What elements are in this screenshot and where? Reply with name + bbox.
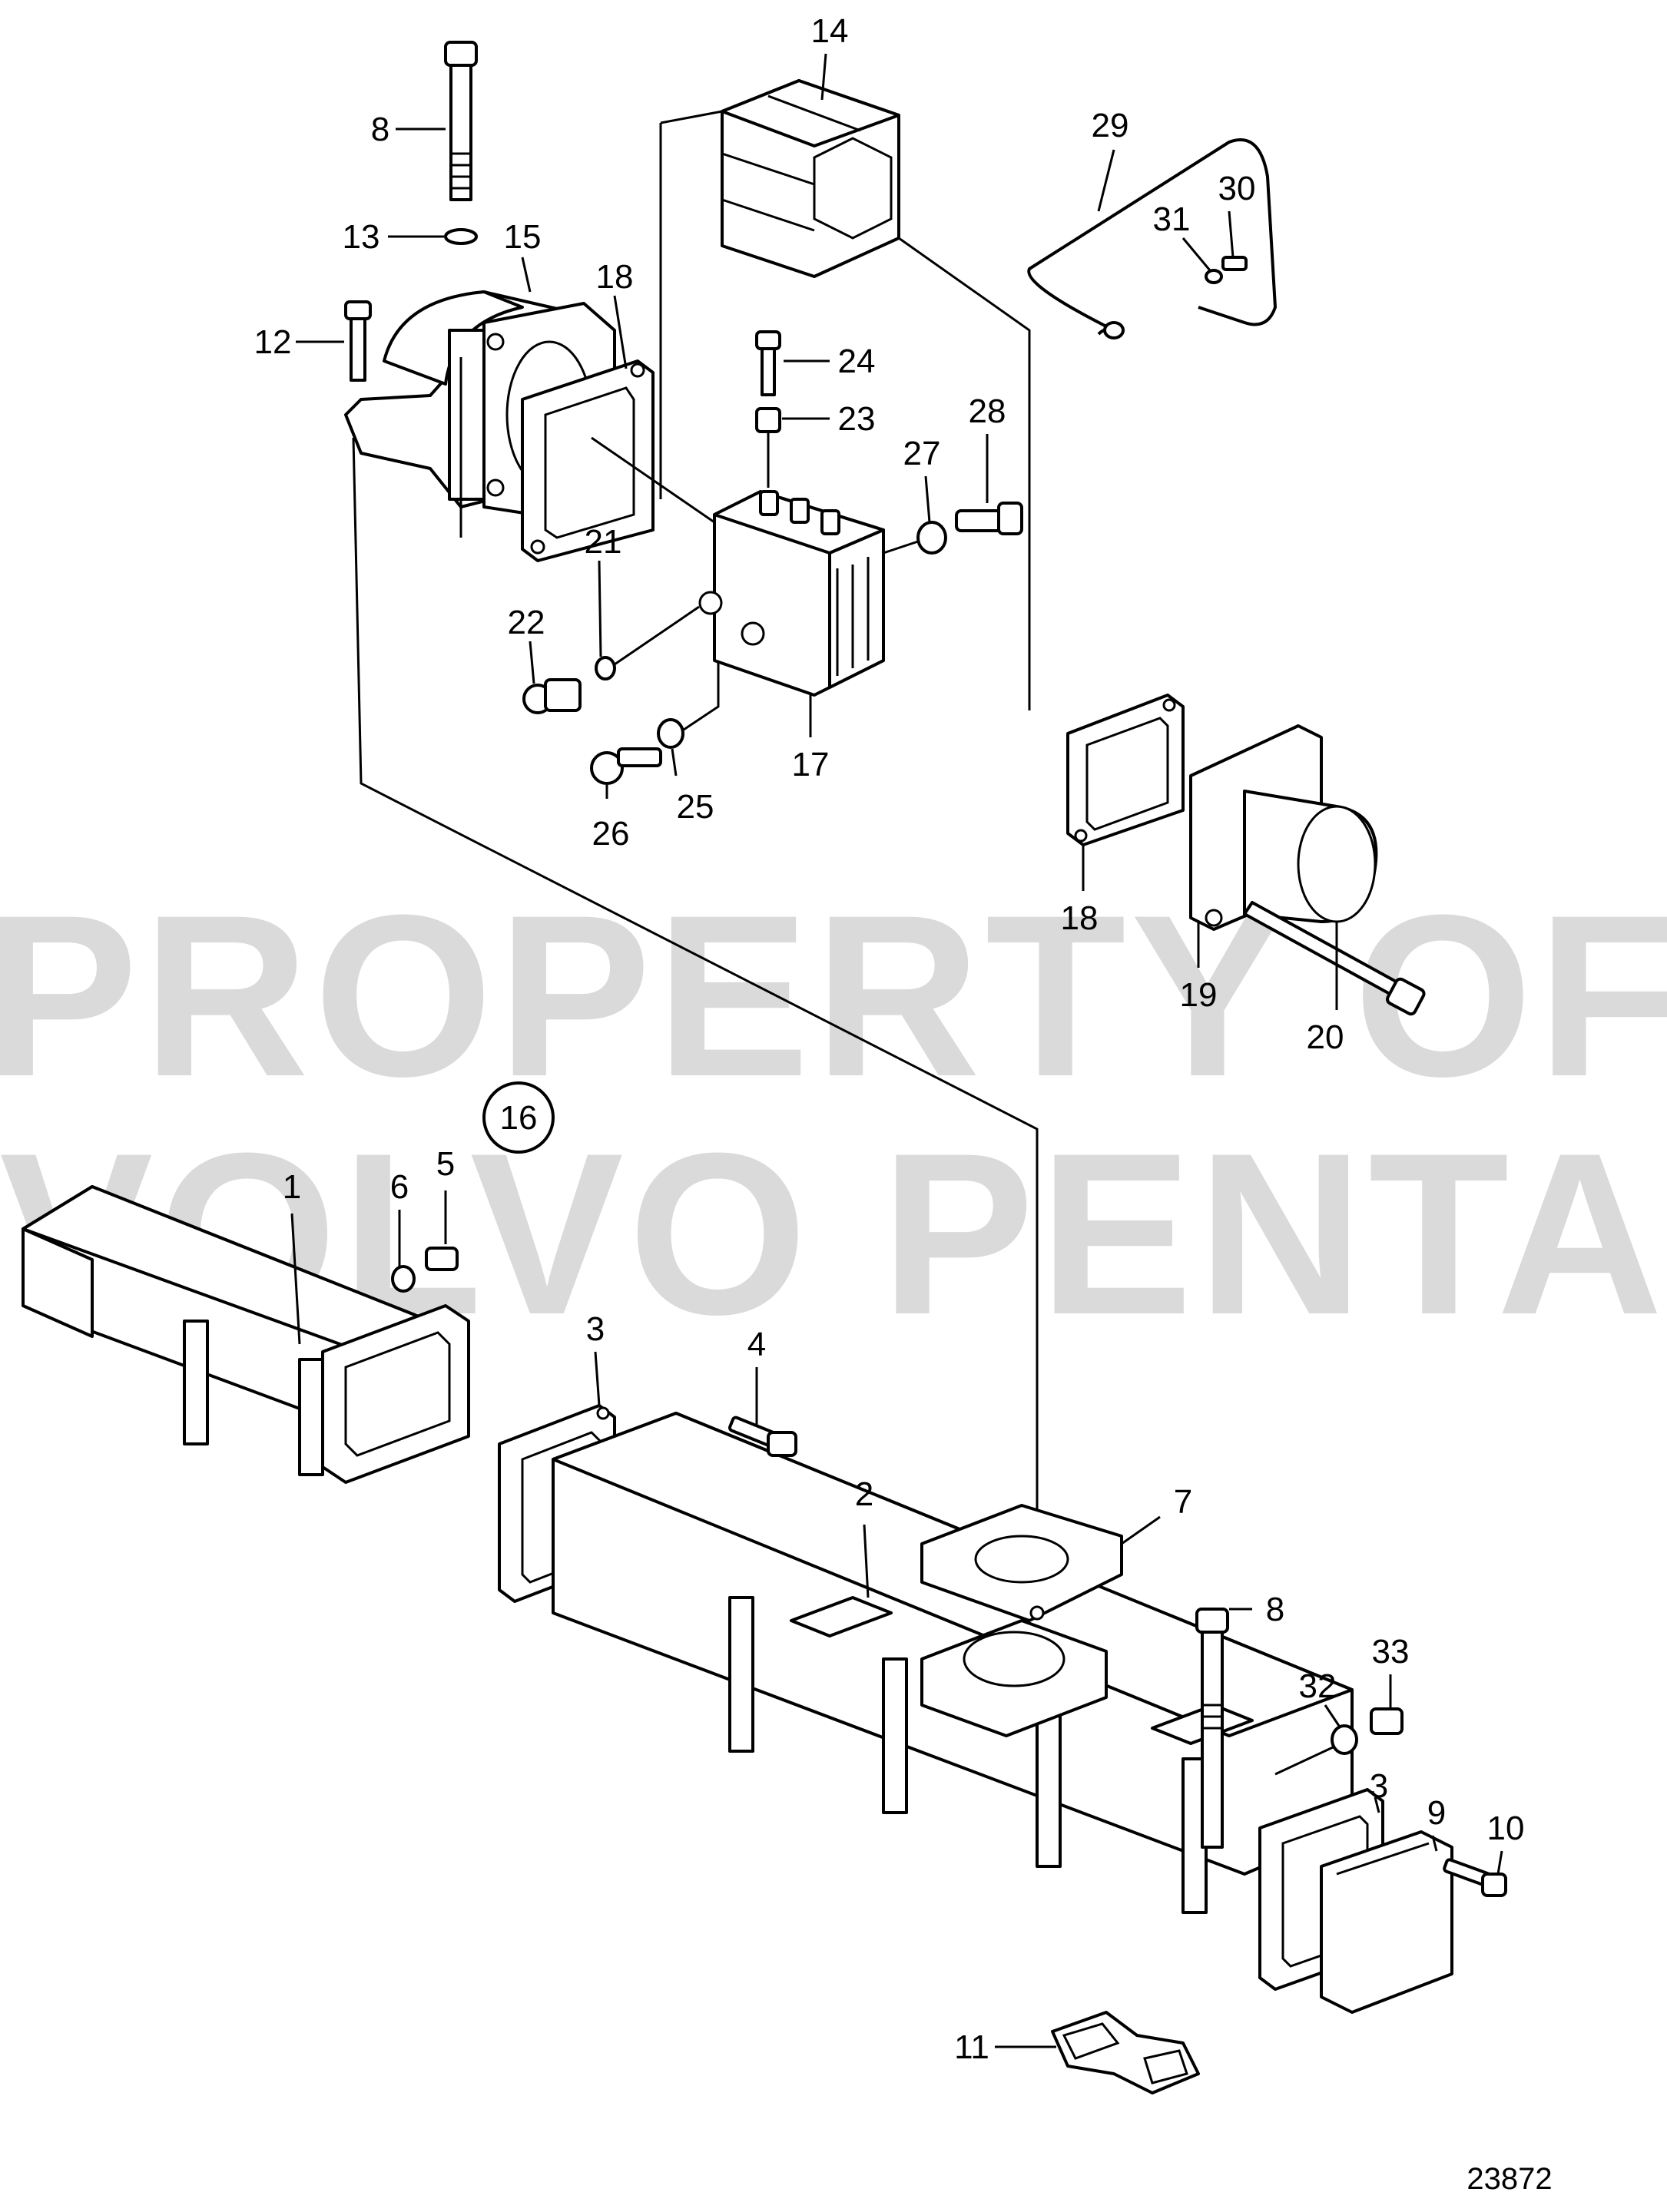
gasket-18-right bbox=[1066, 694, 1185, 846]
callout-18b: 18 bbox=[1061, 899, 1099, 937]
flange-manifold-2 bbox=[920, 1619, 1108, 1737]
callout-4: 4 bbox=[747, 1326, 766, 1363]
callout-15: 15 bbox=[504, 218, 542, 256]
plug-33 bbox=[1370, 1707, 1404, 1735]
gasket-11 bbox=[1051, 2011, 1200, 2094]
callout-8: 8 bbox=[371, 111, 389, 148]
screw-22 bbox=[522, 678, 582, 714]
bolt-12 bbox=[344, 300, 372, 382]
callout-28: 28 bbox=[969, 392, 1006, 430]
callout-3b: 3 bbox=[1370, 1767, 1388, 1805]
callout-19: 19 bbox=[1180, 976, 1218, 1014]
o-ring-21 bbox=[595, 656, 616, 680]
callout-11: 11 bbox=[954, 2028, 989, 2066]
bolt-20 bbox=[1243, 901, 1426, 1016]
callout-24: 24 bbox=[838, 343, 876, 380]
callout-20: 20 bbox=[1307, 1018, 1344, 1056]
callout-5: 5 bbox=[436, 1145, 455, 1183]
gasket-18-left bbox=[521, 359, 655, 562]
gasket-7 bbox=[920, 1504, 1123, 1622]
manifold-1 bbox=[22, 1185, 470, 1484]
outlet-pipe-19 bbox=[1189, 724, 1378, 931]
callout-27: 27 bbox=[903, 435, 941, 472]
washer-31 bbox=[1205, 269, 1223, 284]
callout-22: 22 bbox=[508, 604, 545, 641]
plug-28 bbox=[955, 502, 1023, 535]
callout-7: 7 bbox=[1174, 1483, 1192, 1521]
washer-32 bbox=[1331, 1724, 1358, 1755]
washer-27 bbox=[916, 521, 947, 555]
bolt-4 bbox=[728, 1416, 797, 1457]
valve-block-17 bbox=[698, 490, 885, 697]
callout-29: 29 bbox=[1092, 107, 1129, 144]
bolt-8-top bbox=[444, 41, 478, 201]
callout-10: 10 bbox=[1487, 1810, 1525, 1847]
callout-8b: 8 bbox=[1266, 1591, 1284, 1628]
washer-6 bbox=[391, 1265, 416, 1293]
bolt-24 bbox=[755, 330, 781, 396]
bolt-10 bbox=[1443, 1858, 1507, 1897]
callout-23: 23 bbox=[838, 400, 876, 438]
callout-14: 14 bbox=[811, 12, 849, 50]
callout-9: 9 bbox=[1427, 1794, 1446, 1832]
callout-6: 6 bbox=[390, 1168, 409, 1206]
washer-13 bbox=[444, 228, 478, 245]
callout-2: 2 bbox=[855, 1475, 873, 1513]
rubber-block-14 bbox=[721, 79, 900, 278]
callout-1: 1 bbox=[283, 1168, 301, 1206]
callout-26: 26 bbox=[592, 815, 630, 853]
figure-number: 23872 bbox=[1466, 2162, 1552, 2196]
callout-30: 30 bbox=[1218, 170, 1256, 207]
callout-12: 12 bbox=[254, 323, 292, 361]
screw-30 bbox=[1221, 256, 1248, 271]
callout-16-circled: 16 bbox=[482, 1081, 555, 1154]
callout-16: 16 bbox=[500, 1099, 538, 1137]
callout-25: 25 bbox=[677, 788, 714, 826]
bolt-8-lower bbox=[1195, 1608, 1229, 1849]
bolt-26 bbox=[590, 747, 662, 785]
cover-9 bbox=[1320, 1830, 1453, 2014]
callout-21: 21 bbox=[585, 523, 622, 561]
callout-17: 17 bbox=[792, 746, 830, 783]
washer-25 bbox=[657, 718, 684, 749]
bushing-23 bbox=[755, 407, 781, 433]
plug-5 bbox=[425, 1247, 459, 1271]
callout-3: 3 bbox=[586, 1310, 605, 1348]
callout-13: 13 bbox=[343, 218, 380, 256]
callout-32: 32 bbox=[1299, 1667, 1337, 1705]
callout-18: 18 bbox=[596, 258, 634, 296]
callout-33: 33 bbox=[1372, 1633, 1410, 1671]
callout-31: 31 bbox=[1153, 200, 1191, 238]
cable-29 bbox=[1027, 138, 1277, 339]
